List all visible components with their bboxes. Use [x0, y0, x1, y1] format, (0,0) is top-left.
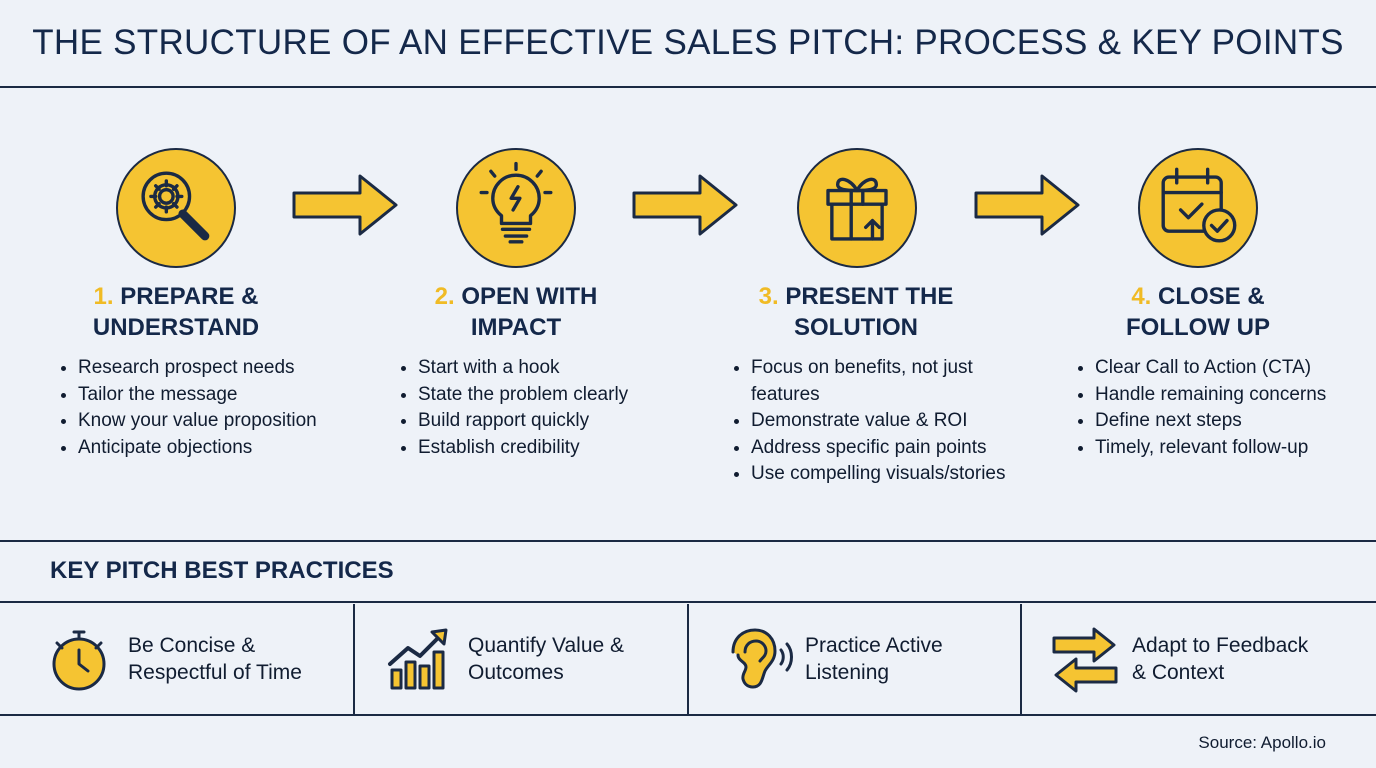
section-divider [0, 601, 1376, 603]
step-2-heading-line2: IMPACT [470, 314, 562, 341]
list-item: Establish credibility [401, 435, 681, 462]
section-divider [0, 540, 1376, 542]
page-title: THE STRUCTURE OF AN EFFECTIVE SALES PITC… [0, 0, 1376, 88]
step-2-bullets: Start with a hook State the problem clea… [401, 355, 681, 461]
practice-text: Quantify Value & Outcomes [468, 632, 668, 686]
cell-divider [687, 604, 689, 714]
practice-text: Adapt to Feedback & Context [1132, 632, 1332, 686]
arrow-right-icon [974, 174, 1080, 236]
list-item: Build rapport quickly [401, 408, 681, 435]
list-item: Anticipate objections [61, 435, 341, 462]
step-1-bullets: Research prospect needs Tailor the messa… [61, 355, 341, 461]
practice-card: Be Concise & Respectful of Time [46, 604, 351, 714]
list-item: Timely, relevant follow-up [1078, 435, 1358, 462]
swap-arrows-icon [1052, 627, 1118, 693]
practice-card: Practice Active Listening [723, 604, 1018, 714]
practice-text: Be Concise & Respectful of Time [128, 632, 328, 686]
practice-line1: Quantify Value & [468, 634, 625, 657]
list-item: Use compelling visuals/stories [734, 461, 1024, 488]
practice-text: Practice Active Listening [805, 632, 1005, 686]
list-item: State the problem clearly [401, 382, 681, 409]
gift-icon [797, 148, 917, 268]
step-1-heading: 1. PREPARE & UNDERSTAND [26, 281, 326, 343]
step-2-heading-line1: OPEN WITH [461, 283, 598, 310]
list-item: Start with a hook [401, 355, 681, 382]
list-item: Research prospect needs [61, 355, 341, 382]
step-4-heading-line2: FOLLOW UP [1126, 314, 1270, 341]
growth-chart-icon [388, 628, 448, 690]
list-item: Handle remaining concerns [1078, 382, 1358, 409]
list-item: Address specific pain points [734, 435, 1024, 462]
step-1-number: 1. [93, 283, 114, 310]
arrow-right-icon [292, 174, 398, 236]
cell-divider [353, 604, 355, 714]
section-divider [0, 714, 1376, 716]
step-4-heading-line1: CLOSE & [1158, 283, 1265, 310]
practice-line1: Practice Active [805, 634, 943, 657]
step-3-heading-line2: SOLUTION [794, 314, 918, 341]
list-item: Know your value proposition [61, 408, 341, 435]
list-item: Demonstrate value & ROI [734, 408, 1024, 435]
practice-line2: & Context [1132, 661, 1225, 684]
practice-card: Adapt to Feedback & Context [1050, 604, 1350, 714]
ear-icon [731, 628, 793, 689]
lightbulb-icon [456, 148, 576, 268]
stopwatch-icon [52, 630, 106, 691]
step-3-heading-line1: PRESENT THE [785, 283, 954, 310]
list-item: Focus on benefits, not just features [734, 355, 1024, 408]
step-1-heading-line1: PREPARE & [120, 283, 259, 310]
step-1-heading-line2: UNDERSTAND [92, 314, 260, 341]
step-4-bullets: Clear Call to Action (CTA) Handle remain… [1078, 355, 1358, 461]
source-note: Source: Apollo.io [1198, 733, 1326, 752]
list-item: Clear Call to Action (CTA) [1078, 355, 1358, 382]
step-2-heading: 2. OPEN WITH IMPACT [366, 281, 666, 343]
practice-line2: Outcomes [468, 661, 564, 684]
step-3-heading: 3. PRESENT THE SOLUTION [706, 281, 1006, 343]
practice-card: Quantify Value & Outcomes [386, 604, 686, 714]
practice-line1: Be Concise & [128, 634, 256, 657]
practice-line1: Adapt to Feedback [1132, 634, 1309, 657]
magnifier-gear-icon [116, 148, 236, 268]
step-3-number: 3. [758, 283, 779, 310]
step-4-heading: 4. CLOSE & FOLLOW UP [1048, 281, 1348, 343]
step-2-number: 2. [434, 283, 455, 310]
step-3-bullets: Focus on benefits, not just features Dem… [734, 355, 1024, 488]
list-item: Tailor the message [61, 382, 341, 409]
calendar-check-icon [1138, 148, 1258, 268]
practice-line2: Respectful of Time [128, 661, 302, 684]
practice-line2: Listening [805, 661, 890, 684]
practices-title: KEY PITCH BEST PRACTICES [50, 557, 394, 584]
step-4-number: 4. [1131, 283, 1152, 310]
cell-divider [1020, 604, 1022, 714]
arrow-right-icon [632, 174, 738, 236]
list-item: Define next steps [1078, 408, 1358, 435]
